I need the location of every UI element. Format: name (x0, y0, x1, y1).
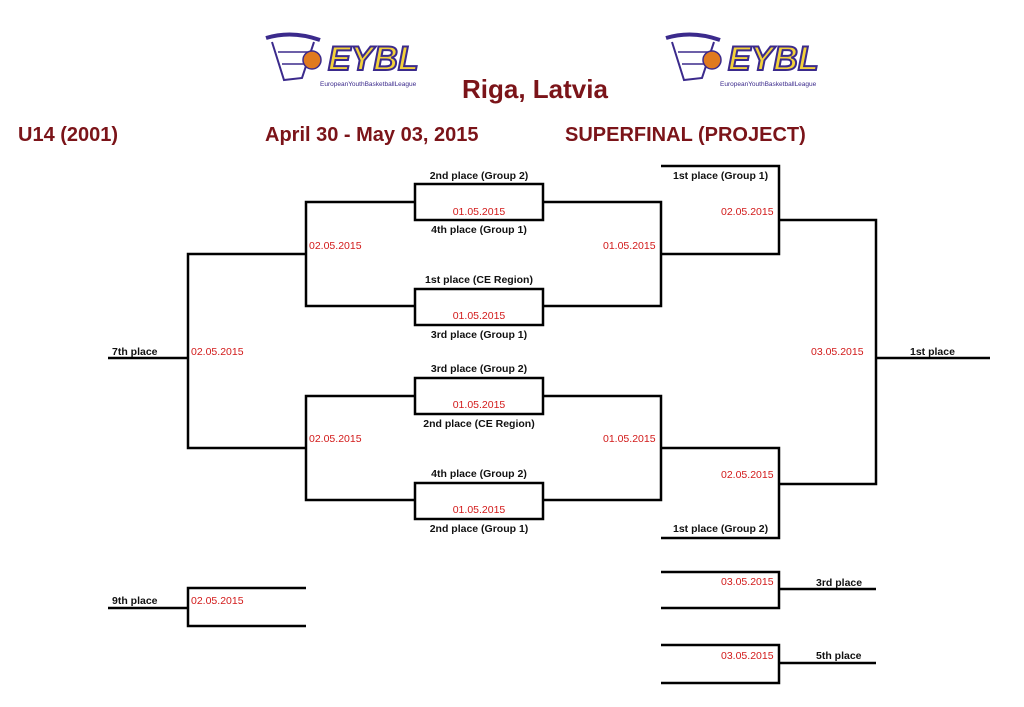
team-label: 1st place (CE Region) (425, 274, 533, 286)
match-date: 01.05.2015 (452, 310, 506, 322)
eybl-logo-left: EYBL EuropeanYouthBasketballLeague (262, 30, 437, 90)
match-date: 02.05.2015 (191, 346, 244, 358)
team-label: 4th place (Group 2) (431, 468, 527, 480)
team-label: 2nd place (Group 1) (429, 523, 529, 535)
team-label: 2nd place (Group 2) (429, 170, 529, 182)
team-label: 2nd place (CE Region) (423, 418, 535, 430)
match-date: 03.05.2015 (721, 576, 774, 588)
stage-title: SUPERFINAL (PROJECT) (565, 124, 806, 146)
logo-tagline: EuropeanYouthBasketballLeague (320, 81, 417, 88)
team-label: 1st place (Group 2) (673, 523, 769, 535)
eybl-logo-right: EYBL EuropeanYouthBasketballLeague (662, 30, 837, 90)
place-label: 1st place (910, 346, 955, 358)
city-title: Riga, Latvia (462, 74, 608, 104)
match-date: 02.05.2015 (191, 595, 244, 607)
match-date: 02.05.2015 (309, 240, 362, 252)
place-label: 7th place (112, 346, 158, 358)
match-date: 02.05.2015 (721, 206, 774, 218)
match-date: 01.05.2015 (452, 399, 506, 411)
logo-tagline: EuropeanYouthBasketballLeague (720, 81, 817, 88)
place-label: 3rd place (816, 577, 863, 589)
category-title: U14 (2001) (18, 124, 119, 146)
match-date: 03.05.2015 (811, 346, 864, 358)
match-date: 03.05.2015 (721, 650, 774, 662)
match-date: 01.05.2015 (603, 433, 656, 445)
logo-wordmark: EYBL (728, 40, 819, 78)
match-date: 02.05.2015 (309, 433, 362, 445)
team-label: 3rd place (Group 1) (430, 329, 528, 341)
dates-title: April 30 - May 03, 2015 (265, 124, 479, 146)
logo-wordmark: EYBL (328, 40, 419, 78)
match-date: 01.05.2015 (452, 504, 506, 516)
match-date: 02.05.2015 (721, 469, 774, 481)
place-label: 5th place (816, 650, 862, 662)
team-label: 1st place (Group 1) (673, 170, 769, 182)
match-date: 01.05.2015 (452, 206, 506, 218)
team-label: 4th place (Group 1) (431, 224, 527, 236)
team-label: 3rd place (Group 2) (430, 363, 528, 375)
match-date: 01.05.2015 (603, 240, 656, 252)
place-label: 9th place (112, 595, 158, 607)
